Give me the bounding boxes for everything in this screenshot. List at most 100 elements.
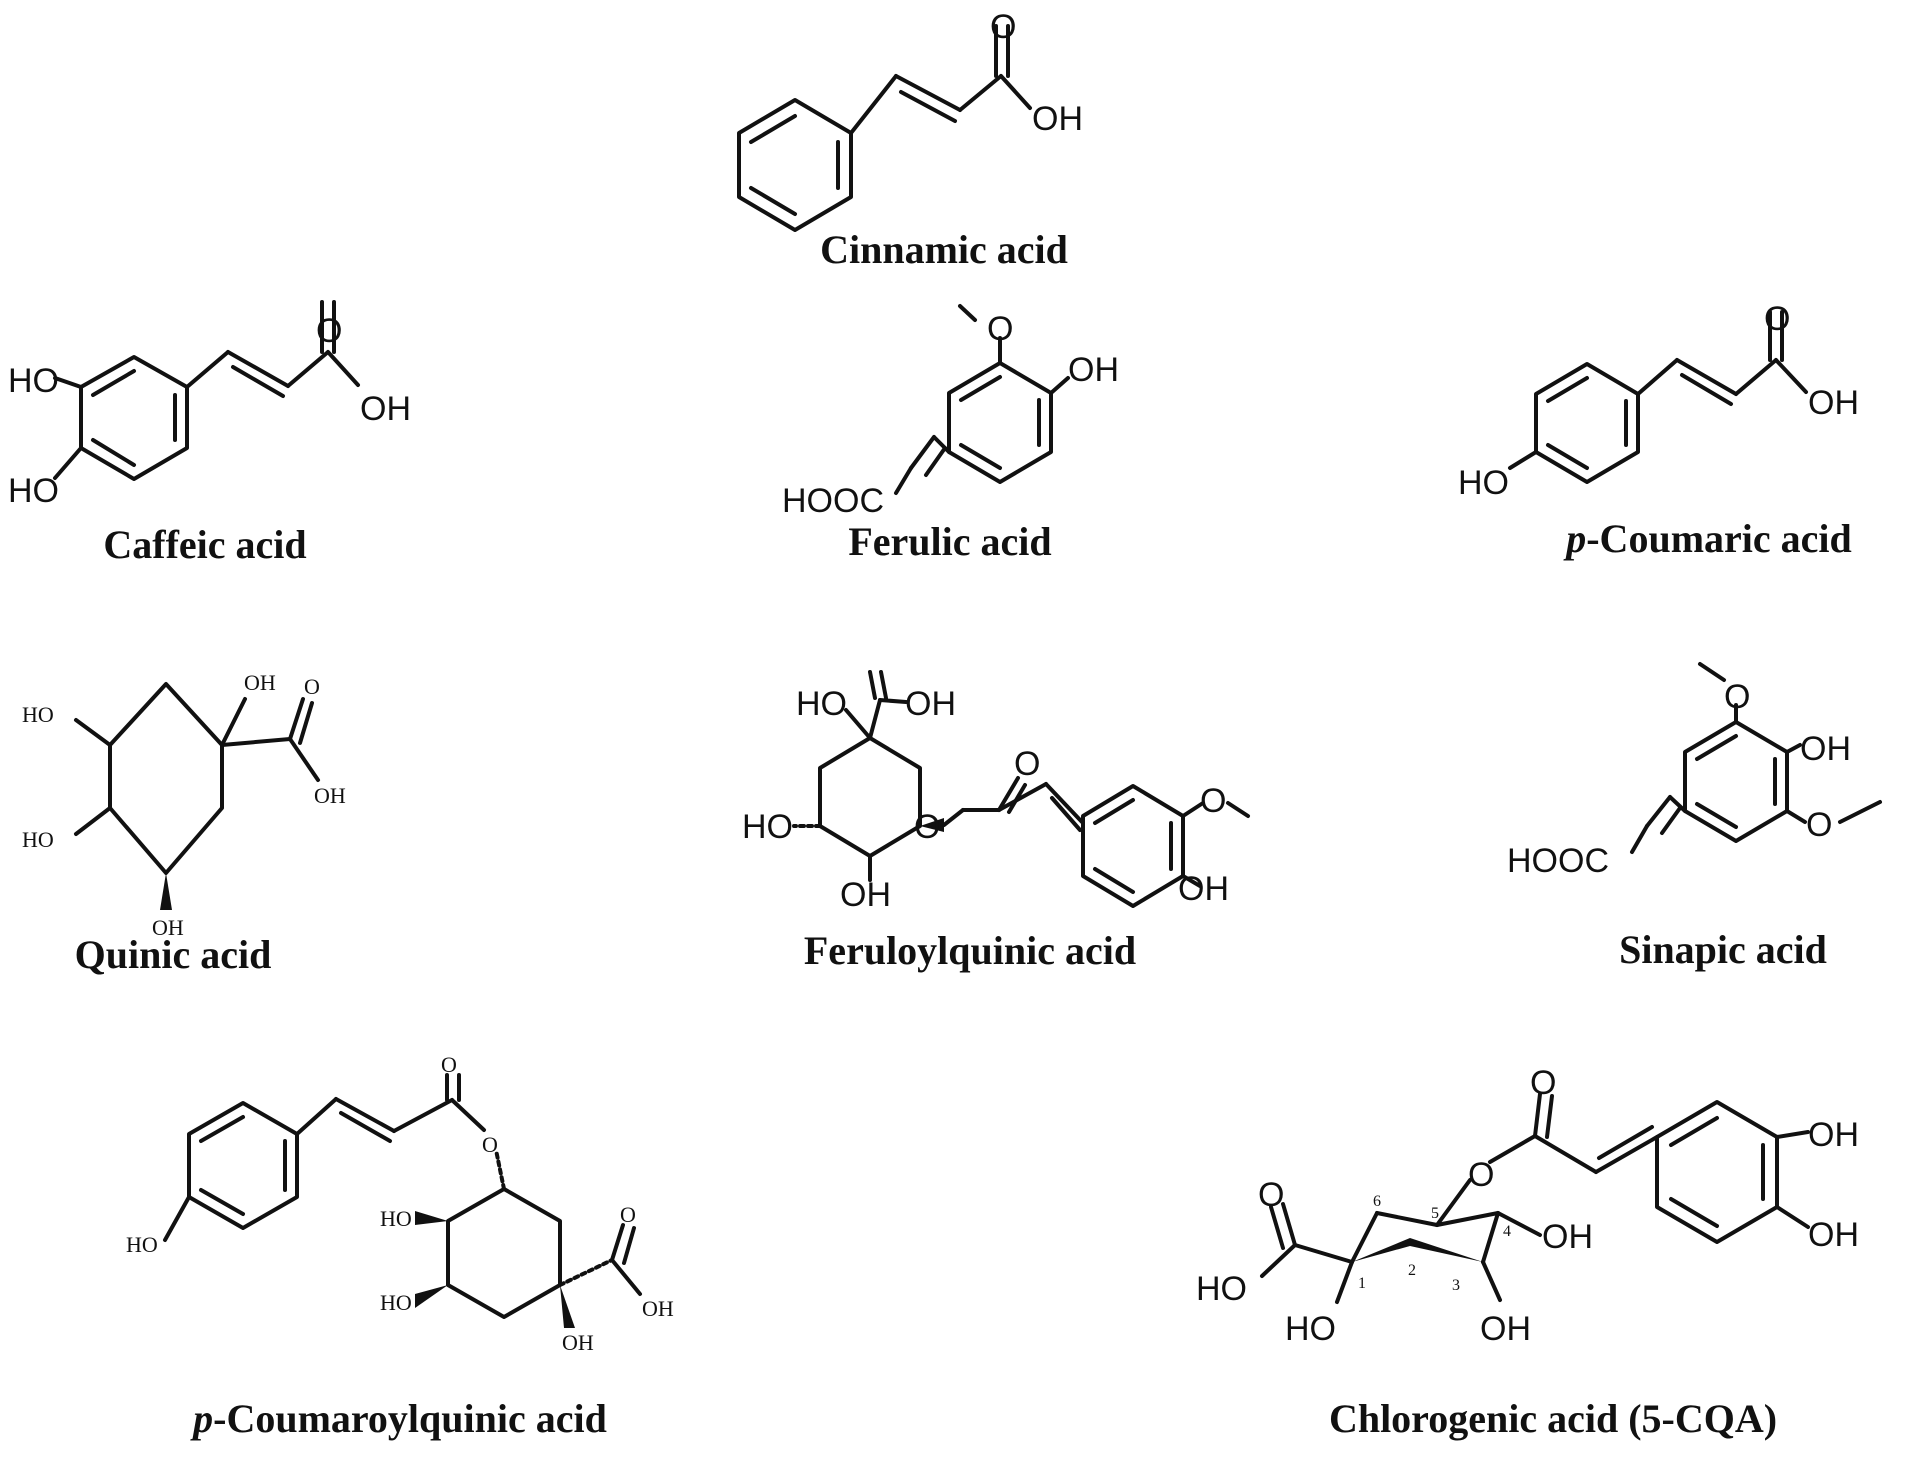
alkene-bond: [1044, 782, 1084, 824]
alkene-bond: [334, 1097, 396, 1133]
cyclohexane-ring: [108, 682, 224, 875]
atom-label: HOOC: [782, 482, 884, 520]
benzene-ring: [737, 98, 853, 232]
atom-label: O: [1724, 678, 1750, 716]
hydroxyl-bond: [1260, 1243, 1297, 1278]
ferulic-acid-structure: O OH HOOC: [782, 304, 1119, 520]
compound-name: Sinapic acid: [1619, 927, 1827, 972]
atom-label: O: [620, 1202, 636, 1227]
feruloylquinic-acid-structure: HO OH O HO O OH O OH: [742, 670, 1250, 914]
ring-number: 3: [1452, 1277, 1460, 1294]
atom-label: OH: [244, 670, 276, 695]
atom-label: OH: [360, 390, 411, 428]
atom-label: HO: [1458, 464, 1509, 502]
side-chain-bond: [849, 74, 898, 135]
hydroxyl-bond: [999, 74, 1032, 110]
carboxyl-bond: [1734, 358, 1778, 396]
hydroxyl-bond: [1508, 450, 1538, 470]
chlorogenic-acid-structure: O HO HO O O OH OH OH OH 1 2 3 4 5 6: [1196, 1064, 1859, 1348]
atom-label: HO: [22, 827, 54, 852]
hydroxyl-bond: [74, 806, 112, 836]
atom-label: O: [1258, 1176, 1284, 1214]
hydroxyl-bond: [1496, 1211, 1542, 1237]
hydroxyl-bond: [288, 737, 320, 782]
atom-label: OH: [840, 876, 891, 914]
atom-label: O: [914, 808, 940, 846]
atom-label: HO: [380, 1290, 412, 1315]
atom-label: OH: [1068, 351, 1119, 389]
ring-bond: [1350, 1211, 1379, 1264]
atom-label: HOOC: [1507, 842, 1609, 880]
atom-label: OH: [1032, 100, 1083, 138]
alkene-bond: [997, 782, 1048, 812]
methoxy-bond: [1181, 801, 1205, 818]
compound-name: Chlorogenic acid (5-CQA): [1329, 1396, 1777, 1441]
alkene-double-bond: [339, 1111, 392, 1143]
hydroxyl-bond: [1775, 1130, 1810, 1139]
ester-bond: [942, 808, 965, 827]
ring-number: 4: [1503, 1223, 1511, 1240]
caffeic-acid-structure: HO HO O OH: [8, 300, 411, 510]
alkene-bond: [1533, 1134, 1598, 1174]
ring-double-bond: [959, 443, 1002, 470]
benzene-ring: [79, 355, 189, 481]
sinapic-acid-structure: O OH O HOOC: [1507, 662, 1882, 880]
ring-double-bond: [91, 438, 136, 467]
alkene-double-bond: [1050, 796, 1082, 832]
atom-label: OH: [152, 915, 184, 940]
alkene-bond: [909, 435, 936, 470]
alkene-double-bond: [231, 365, 285, 398]
ester-bond: [392, 1098, 454, 1133]
carboxyl-bond: [220, 737, 292, 747]
carbonyl-double-bond: [622, 1226, 636, 1265]
atom-label: O: [482, 1132, 498, 1157]
hashed-bond: [494, 1148, 506, 1191]
methyl-bond: [1838, 800, 1882, 824]
hydroxyl-bond: [610, 1258, 642, 1296]
side-chain-bond: [932, 435, 951, 454]
atom-label: HO: [1285, 1310, 1336, 1348]
hydroxyl-bond: [1785, 743, 1802, 754]
ring-double-bond: [1093, 798, 1135, 825]
hydroxyl-bond: [1181, 874, 1202, 888]
atom-label: OH: [905, 685, 956, 723]
cinnamic-acid-structure: O OH: [737, 8, 1083, 232]
carbonyl-bond: [610, 1223, 625, 1262]
p-coumaroylquinic-acid-structure: O O HO HO HO O OH OH: [126, 1052, 674, 1355]
atom-label: OH: [1800, 730, 1851, 768]
atom-label: HO: [742, 808, 793, 846]
quinic-acid-structure: OH O OH HO HO OH: [22, 670, 346, 940]
ring-double-bond: [749, 114, 797, 144]
methyl-bond: [1698, 662, 1726, 682]
alkene-bond: [226, 350, 290, 388]
atom-label: O: [1764, 300, 1790, 338]
alkene-bond: [1594, 1135, 1659, 1174]
wedge-bond: [1410, 1238, 1483, 1262]
hydroxyl-bond: [163, 1195, 191, 1242]
hydroxyl-bond: [74, 718, 112, 747]
atom-label: O: [1530, 1064, 1556, 1102]
side-chain-bond: [295, 1097, 338, 1136]
hydroxyl-bond: [1049, 376, 1070, 395]
wedge-bond: [1352, 1238, 1410, 1262]
wedge-bond: [415, 1211, 448, 1225]
compound-name: Ferulic acid: [848, 519, 1051, 564]
ring-double-bond: [1669, 1116, 1719, 1147]
ester-bond: [1435, 1178, 1472, 1227]
compound-name: Cinnamic acid: [820, 227, 1068, 272]
compound-name: Quinic acid: [75, 932, 272, 977]
atom-label: HO: [796, 685, 847, 723]
atom-label: HO: [8, 362, 59, 400]
atom-label: O: [441, 1052, 457, 1077]
atom-label: O: [1014, 745, 1040, 783]
carbonyl-bond: [997, 776, 1020, 812]
cyclohexane-ring: [446, 1187, 562, 1319]
compound-name: p-Coumaric acid: [1563, 516, 1852, 561]
hydroxyl-bond: [1335, 1260, 1354, 1304]
atom-label: O: [316, 312, 342, 350]
alkene-bond: [1675, 358, 1738, 396]
carboxyl-bond: [1293, 1243, 1354, 1264]
carbonyl-bond: [1533, 1092, 1542, 1138]
carbonyl-double-bond: [879, 670, 888, 700]
